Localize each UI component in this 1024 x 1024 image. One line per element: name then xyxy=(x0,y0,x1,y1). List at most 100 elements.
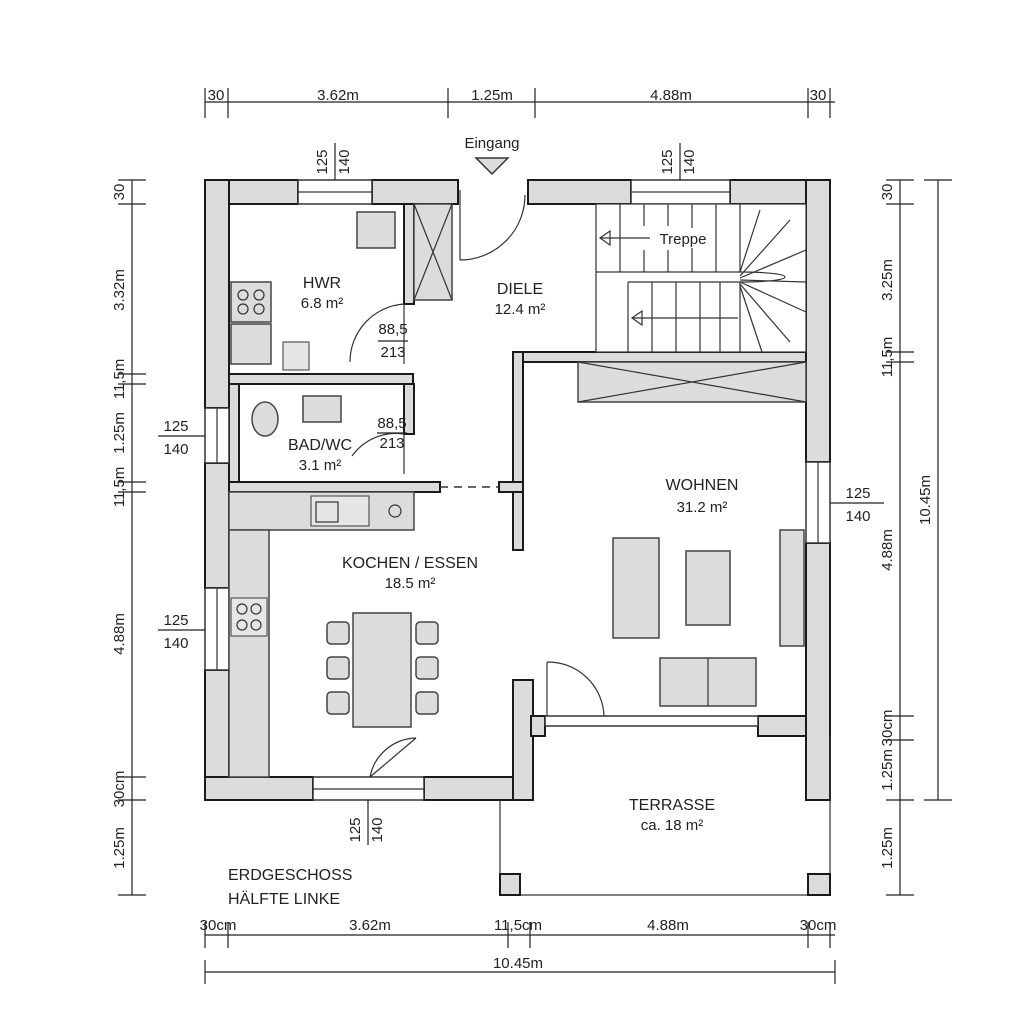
kitchen-sink xyxy=(310,495,370,527)
toilet xyxy=(251,401,279,437)
chair xyxy=(326,691,350,715)
wall-diele-bottom xyxy=(512,351,807,363)
dim-left-8: 1.25m xyxy=(111,827,128,869)
wall-bad-right xyxy=(403,383,415,435)
wall-hwr-bottom xyxy=(228,373,414,385)
chair xyxy=(415,621,439,645)
dim-left-3: 11,5m xyxy=(111,359,128,400)
dim-left-4: 1.25m xyxy=(111,412,128,454)
room-diele-area: 12.4 m² xyxy=(495,301,546,318)
win-stairs-width: 125 xyxy=(659,149,676,174)
wall-hwr-right xyxy=(403,203,415,305)
dim-left-1: 30 xyxy=(111,184,128,201)
hwr-heating xyxy=(282,341,310,371)
dim-right-4: 4.88m xyxy=(879,529,896,571)
win-kitchen-height: 140 xyxy=(163,635,188,652)
coffee-table xyxy=(685,550,731,626)
hwr-cabinet xyxy=(230,323,272,365)
room-kochen-area: 18.5 m² xyxy=(385,575,436,592)
right-dimension-line: 30 3.25m 11,5m 4.88m 30cm 1.25m 1.25m 10… xyxy=(879,179,952,896)
wall-diele-wohnen-vertical xyxy=(512,351,524,551)
wall-wohnen-bottom-step xyxy=(512,679,534,801)
door-bad-width: 88,5 xyxy=(377,415,406,432)
plan-title-line-1: ERDGESCHOSS xyxy=(228,867,352,884)
windows xyxy=(204,179,831,801)
win-stairs-height: 140 xyxy=(681,149,698,174)
doors xyxy=(349,190,605,778)
dim-top-3: 1.25m xyxy=(471,87,513,104)
dim-right-6: 1.25m xyxy=(879,749,896,791)
room-hwr-name: HWR xyxy=(303,275,341,292)
wall-bad-bottom xyxy=(228,481,441,493)
top-dimension-line: 30 3.62m 1.25m 4.88m 30 xyxy=(204,87,835,118)
wall-bottom-left xyxy=(204,776,314,801)
plan-title: ERDGESCHOSS HÄLFTE LINKE xyxy=(228,867,352,908)
dim-right-total: 10.45m xyxy=(917,475,934,525)
dim-left-5: 11,5m xyxy=(111,467,128,508)
window-size-labels: 125 140 125 140 125 140 125 140 125 140 … xyxy=(158,143,884,845)
hwr-stove xyxy=(230,281,272,323)
dim-top-2: 3.62m xyxy=(317,87,359,104)
dining-table xyxy=(352,612,412,728)
room-bad-area: 3.1 m² xyxy=(299,457,342,474)
wall-terrace-left-edge xyxy=(530,715,546,737)
room-bad-name: BAD/WC xyxy=(288,437,352,454)
wall-bad-left xyxy=(228,383,240,483)
dim-bottom-3: 11,5cm xyxy=(494,917,542,934)
dim-bottom-2: 3.62m xyxy=(349,917,391,934)
washing-machine xyxy=(356,211,396,249)
win-kitchen-width: 125 xyxy=(163,612,188,629)
dim-left-2: 3.32m xyxy=(111,269,128,311)
entrance-arrow-icon xyxy=(474,157,510,176)
win-hwr-height: 140 xyxy=(336,149,353,174)
wall-left-upper xyxy=(204,179,230,409)
bad-sink xyxy=(302,395,342,423)
wall-right-lower xyxy=(805,542,831,801)
armchair-left xyxy=(612,537,660,639)
walls xyxy=(204,179,831,801)
kitchen-counter-left xyxy=(228,529,270,778)
room-labels: HWR 6.8 m² DIELE 12.4 m² BAD/WC 3.1 m² K… xyxy=(288,275,738,834)
dim-right-2: 3.25m xyxy=(879,259,896,301)
wall-right-upper xyxy=(805,179,831,463)
win-wohnen-height: 140 xyxy=(845,508,870,525)
kitchen-stove xyxy=(230,597,268,637)
dim-top-1: 30 xyxy=(208,87,225,104)
wall-kitchen-stub xyxy=(498,481,524,493)
dim-left-6: 4.88m xyxy=(111,613,128,655)
dim-bottom-5: 30cm xyxy=(800,917,837,934)
dim-bottom-total: 10.45m xyxy=(493,955,543,972)
dim-right-7: 1.25m xyxy=(879,827,896,869)
chair xyxy=(415,656,439,680)
dim-left-7: 30cm xyxy=(111,771,128,808)
room-hwr-area: 6.8 m² xyxy=(301,295,344,312)
dim-bottom-1: 30cm xyxy=(200,917,237,934)
chair xyxy=(326,656,350,680)
dim-top-5: 30 xyxy=(810,87,827,104)
bottom-dimension-line: 30cm 3.62m 11,5cm 4.88m 30cm 10.45m xyxy=(200,917,837,984)
staircase: Treppe xyxy=(595,203,807,353)
room-wohnen-area: 31.2 m² xyxy=(677,499,728,516)
room-diele-name: DIELE xyxy=(497,281,543,298)
win-bad-width: 125 xyxy=(163,418,188,435)
furniture xyxy=(228,203,807,778)
room-terrasse-name: TERRASSE xyxy=(629,797,715,814)
tv-unit xyxy=(779,529,805,647)
terrace xyxy=(499,736,831,896)
door-size-labels: 88,5 213 88,5 213 xyxy=(377,321,408,452)
terrace-door-window xyxy=(544,715,759,727)
win-kitchen-bottom-height: 140 xyxy=(369,817,386,842)
dim-right-3: 11,5m xyxy=(879,337,896,378)
room-wohnen-name: WOHNEN xyxy=(666,477,739,494)
wall-left-mid xyxy=(204,462,230,589)
plan-title-line-2: HÄLFTE LINKE xyxy=(228,890,340,908)
door-bad-height: 213 xyxy=(379,435,404,452)
wall-top-right xyxy=(527,179,632,205)
door-hwr-width: 88,5 xyxy=(378,321,407,338)
left-dimension-line: 30 3.32m 11,5m 1.25m 11,5m 4.88m 30cm 1.… xyxy=(111,179,146,896)
chair xyxy=(326,621,350,645)
stairs-label: Treppe xyxy=(660,231,707,248)
dim-right-5: 30cm xyxy=(879,710,896,747)
room-kochen-name: KOCHEN / ESSEN xyxy=(342,555,478,572)
